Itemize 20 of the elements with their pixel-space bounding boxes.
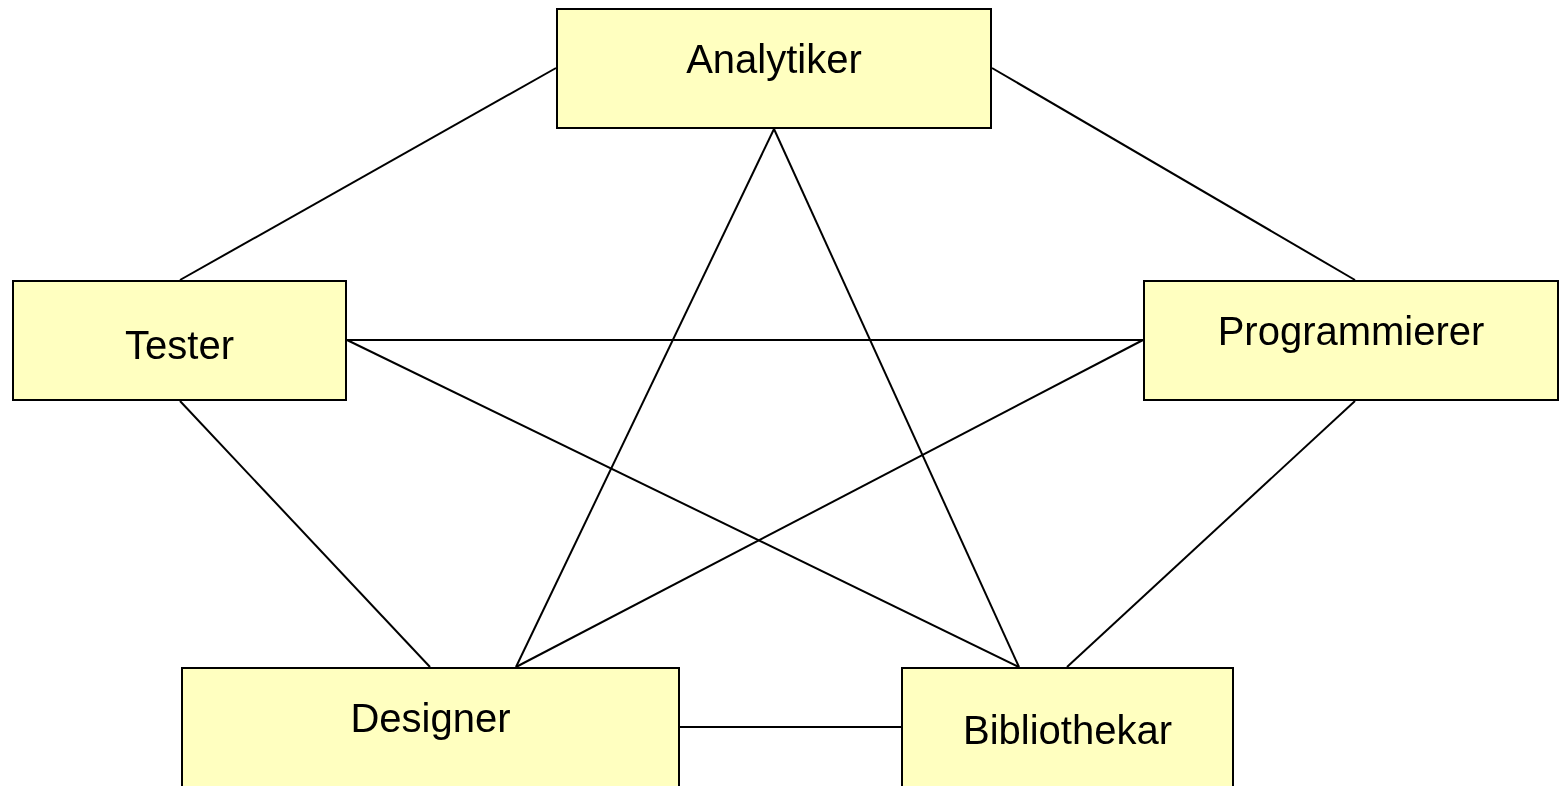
connector-line (346, 339, 1144, 341)
role-box (556, 8, 992, 129)
connector-line (1066, 400, 1356, 668)
role-label: Analytiker (686, 36, 862, 82)
role-box (12, 280, 347, 401)
connector-line (346, 339, 1020, 668)
role-box (901, 667, 1234, 786)
role-label: Programmierer (1217, 308, 1485, 354)
connector-line (991, 67, 1356, 281)
role-label: Tester (125, 322, 234, 368)
role-box (181, 667, 680, 786)
role-label: Bibliothekar (963, 707, 1172, 753)
connector-line (179, 67, 557, 281)
role-label: Designer (350, 695, 511, 741)
role-box (1143, 280, 1559, 401)
connector-line (179, 400, 431, 668)
connector-line (515, 128, 775, 668)
connector-line (679, 726, 902, 728)
connector-line (515, 339, 1144, 668)
connector-line (773, 128, 1020, 668)
